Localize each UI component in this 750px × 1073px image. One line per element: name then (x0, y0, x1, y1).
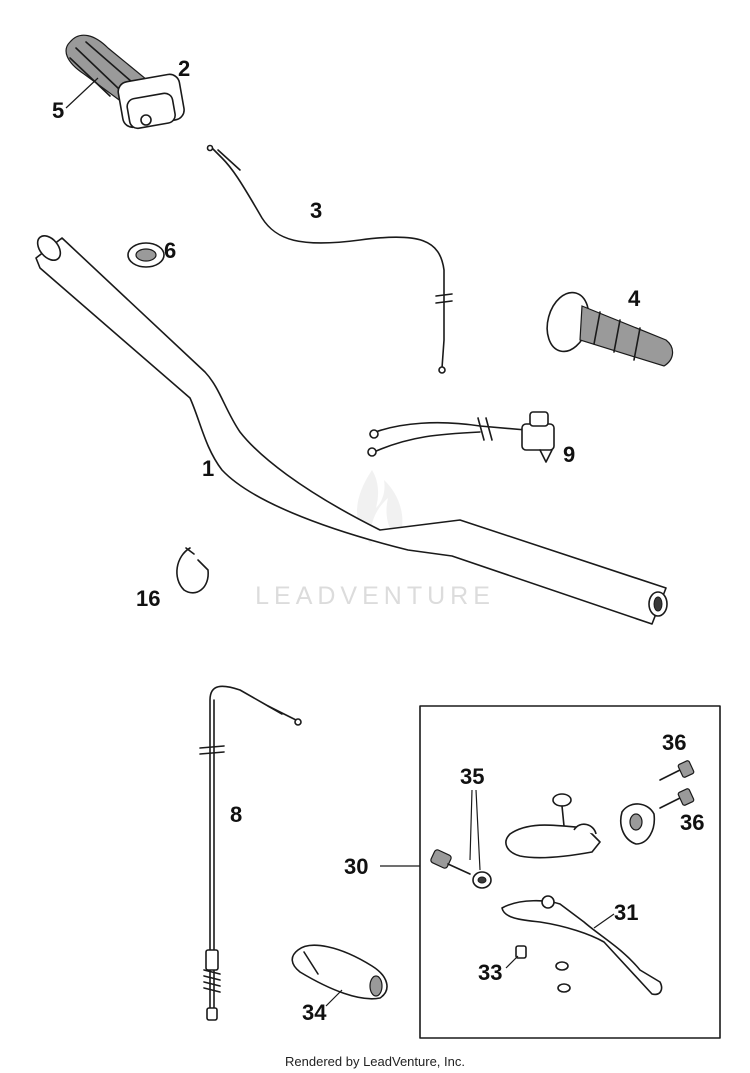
bushing-ring-part[interactable] (127, 242, 165, 268)
lever-cover-part[interactable] (291, 944, 388, 1000)
callout-8: 8 (230, 802, 242, 827)
callout-6: 6 (164, 238, 176, 263)
adjuster-screw-part[interactable] (430, 849, 492, 889)
callout-34: 34 (302, 1000, 327, 1025)
clamp-bolt-upper-part[interactable] (659, 760, 695, 781)
kill-switch-part[interactable] (367, 411, 555, 463)
callout-1: 1 (202, 456, 214, 481)
clamp-bolt-lower-part[interactable] (659, 788, 695, 809)
throttle-grip-part[interactable] (65, 34, 186, 130)
clamp-half-part[interactable] (620, 803, 656, 845)
callout-33: 33 (478, 960, 502, 985)
cable-tie-part[interactable] (176, 547, 209, 594)
callout-35: 35 (460, 764, 484, 789)
callout-31: 31 (614, 900, 638, 925)
left-grip-part[interactable] (541, 288, 674, 367)
watermark-text: LEADVENTURE (255, 582, 495, 610)
lever-nut-part[interactable] (515, 945, 571, 993)
callout-16: 16 (136, 586, 160, 611)
lever-housing-part[interactable] (505, 823, 601, 859)
clutch-cable-part[interactable] (199, 685, 302, 1021)
callout-33-leader (505, 955, 519, 969)
callout-5-leader (65, 77, 99, 109)
callout-35-leader (469, 789, 481, 871)
handlebar-part[interactable] (33, 231, 668, 625)
callout-4: 4 (628, 286, 641, 311)
throttle-cable-part[interactable] (206, 144, 453, 374)
callout-2: 2 (178, 56, 190, 81)
callout-36-upper: 36 (662, 730, 686, 755)
pivot-bolt-part[interactable] (552, 793, 572, 827)
lever-assembly-group-box (419, 705, 721, 1039)
callout-36-lower: 36 (680, 810, 704, 835)
clutch-lever-part[interactable] (501, 895, 663, 996)
callout-31-leader (593, 913, 615, 929)
callout-30: 30 (344, 854, 368, 879)
callout-9: 9 (563, 442, 575, 467)
callout-5: 5 (52, 98, 64, 123)
footer-credit: Rendered by LeadVenture, Inc. (285, 1054, 465, 1069)
callout-3: 3 (310, 198, 322, 223)
callout-34-leader (325, 989, 343, 1007)
